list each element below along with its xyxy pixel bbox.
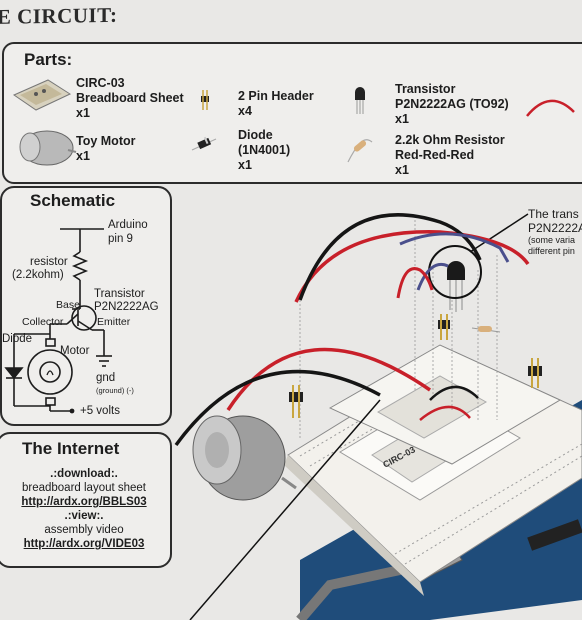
part-name: Transistor [395,82,456,96]
schematic-title: Schematic [30,191,116,210]
part-pin-header: 2 Pin Header x4 [238,89,314,119]
part-name: Diode [238,128,273,142]
part-qty: x1 [238,158,252,172]
schem-pin-label: pin 9 [108,233,133,245]
red-wire-top [294,230,530,303]
download-description: breadboard layout sheet [21,482,147,494]
part-name: 2.2k Ohm Resistor [395,133,505,147]
schem-emitter-label: Emitter [97,316,131,328]
download-line: http://ardx.org/BBLS03 [0,495,172,509]
part-name: 2 Pin Header [238,89,314,103]
black-wire-long [174,369,381,447]
schem-collector-label: Collector [22,316,64,328]
part-diode: Diode (1N4001) x1 [238,128,290,173]
part-qty: x1 [395,163,409,177]
part-transistor: Transistor P2N2222AG (TO92) x1 [395,82,509,127]
toy-motor [192,415,297,501]
transistor-icon [355,87,365,114]
schem-transistor-label: Transistor [94,288,145,300]
part-toy-motor: Toy Motor x1 [76,134,135,164]
red-wire-long [226,347,431,411]
part-qty: x1 [76,106,90,120]
pin-header-icon [201,90,209,110]
schem-resistor-label: resistor [30,256,68,268]
transistor [447,261,465,312]
part-name-2: Red-Red-Red [395,148,475,162]
schem-motor-label: Motor [60,345,90,357]
part-name-2: Breadboard Sheet [76,91,184,105]
schem-transistor-model: P2N2222AG [94,301,159,313]
schem-volts-label: +5 volts [80,405,120,417]
schem-gnd-note: (ground) (-) [96,386,134,395]
callout-line-2: P2N2222A [528,221,582,235]
red-wire-icon [526,99,575,117]
schem-base-label: Base [56,299,80,311]
part-name: CIRC-03 [76,76,125,90]
view-label: .:view:. [64,510,104,522]
pin-header-mid [438,314,450,340]
internet-panel [0,432,172,568]
pin-header-right [528,358,542,388]
breadboard-sheet-icon [12,79,72,111]
view-line: http://ardx.org/VIDE03 [0,537,172,551]
part-qty: x1 [76,149,90,163]
resistor-icon [347,139,373,163]
pin-header-left [289,385,303,418]
callout-line-4: different pin [528,246,575,256]
download-link[interactable]: http://ardx.org/BBLS03 [21,496,147,508]
internet-title: The Internet [22,439,120,458]
schem-diode-label: Diode [2,333,33,345]
black-wire-top [298,213,482,301]
parts-heading: Parts: [24,50,73,69]
part-name-2: (1N4001) [238,143,291,157]
download-label: .:download:. [50,468,118,480]
callout-line-3: (some varia [528,235,576,245]
video-link[interactable]: http://ardx.org/VIDE03 [23,538,145,550]
diode-icon [191,136,217,151]
part-qty: x1 [395,112,409,126]
transistor-callout: The trans P2N2222A (some varia different… [528,207,582,257]
part-resistor: 2.2k Ohm Resistor Red-Red-Red x1 [395,133,505,178]
blue-wire-1 [399,232,510,263]
toy-motor-icon [19,130,77,166]
blue-wire-2 [416,263,449,291]
schem-resistor-value: (2.2kohm) [12,269,64,281]
part-name-2: P2N2222AG (TO92) [395,97,509,111]
parts-panel [2,42,582,184]
red-wire-short [396,267,434,299]
view-description: assembly video [44,524,124,536]
part-breadboard-sheet: CIRC-03 Breadboard Sheet x1 [76,76,184,121]
part-name: Toy Motor [76,134,136,148]
part-qty: x4 [238,104,252,118]
schem-gnd-label: gnd [96,372,116,384]
callout-line-1: The trans [528,207,579,221]
schem-arduino-label: Arduino [108,219,148,231]
